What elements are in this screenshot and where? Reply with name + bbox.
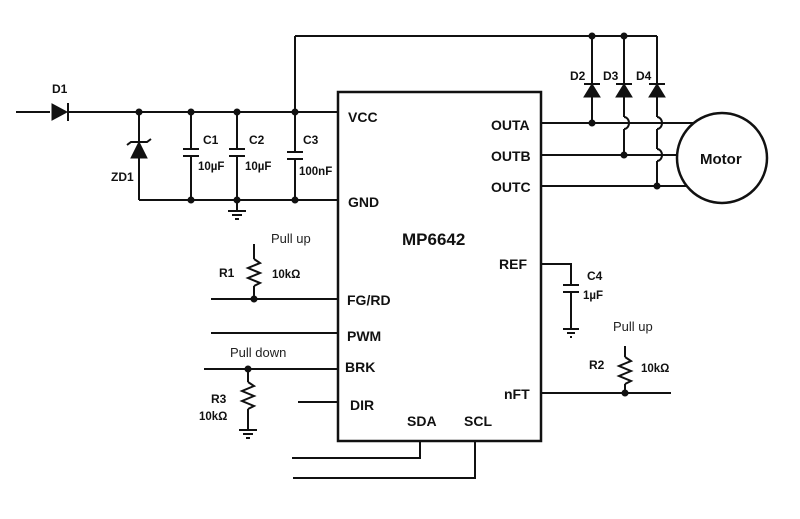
c4-value: 1µF (583, 290, 603, 302)
d4-label: D4 (636, 69, 652, 83)
r3-note: Pull down (230, 345, 286, 360)
resistor-r3: Pull down R3 10kΩ (199, 345, 338, 439)
pin-sda: SDA (407, 413, 437, 429)
diode-d4: D4 (636, 36, 666, 190)
pin-brk: BRK (345, 359, 375, 375)
capacitor-c3: C3 100nF (287, 108, 332, 204)
resistor-r2: Pull up R2 10kΩ (541, 319, 671, 397)
c3-value: 100nF (299, 166, 332, 178)
pin-vcc: VCC (348, 109, 378, 125)
r2-label: R2 (589, 358, 605, 372)
motor-symbol (675, 111, 769, 205)
d1-label: D1 (52, 82, 68, 96)
r3-label: R3 (211, 392, 227, 406)
c2-value: 10µF (245, 161, 271, 173)
c3-label: C3 (303, 133, 319, 147)
r2-note: Pull up (613, 319, 653, 334)
pin-gnd: GND (348, 194, 379, 210)
pin-outb: OUTB (491, 148, 531, 164)
pin-outa: OUTA (491, 117, 530, 133)
c1-label: C1 (203, 133, 219, 147)
zener-zd1: ZD1 (111, 108, 152, 200)
diode-d2: D2 (570, 36, 601, 127)
i2c-wires (292, 441, 476, 479)
ic-mp6642: MP6642 VCC GND FG/RD PWM BRK DIR SDA SCL… (336, 90, 543, 443)
pin-outc: OUTC (491, 179, 531, 195)
diode-d3: D3 (603, 36, 633, 159)
c2-label: C2 (249, 133, 265, 147)
pin-pwm: PWM (347, 328, 381, 344)
pin-fg-rd: FG/RD (347, 292, 391, 308)
diode-d1-symbol (51, 103, 69, 121)
scl-wire (293, 441, 476, 479)
zd1-label: ZD1 (111, 170, 134, 184)
d2-label: D2 (570, 69, 586, 83)
pin-ref: REF (499, 256, 527, 272)
diode-d4-symbol (648, 83, 666, 98)
c4-label: C4 (587, 269, 603, 283)
pin-scl: SCL (464, 413, 492, 429)
capacitor-c1: C1 10µF (183, 108, 224, 204)
r1-note: Pull up (271, 231, 311, 246)
zener-zd1-symbol (130, 140, 148, 159)
d3-label: D3 (603, 69, 619, 83)
r2-value: 10kΩ (641, 363, 669, 375)
pin-nft: nFT (504, 386, 530, 402)
diode-d1: D1 (51, 82, 69, 121)
gnd-rail (139, 199, 338, 220)
resistor-r1: Pull up R1 10kΩ (211, 231, 338, 303)
diode-d2-symbol (583, 83, 601, 98)
diode-d3-symbol (615, 83, 633, 98)
r1-label: R1 (219, 266, 235, 280)
sda-wire (292, 441, 421, 459)
output-wires (541, 122, 694, 187)
capacitor-c2: C2 10µF (229, 108, 271, 204)
motor-label: Motor (700, 151, 742, 168)
c1-value: 10µF (198, 161, 224, 173)
ic-name: MP6642 (402, 230, 465, 249)
capacitor-c4: C4 1µF (541, 263, 603, 338)
motor: Motor (675, 111, 769, 205)
r3-value: 10kΩ (199, 411, 227, 423)
r1-value: 10kΩ (272, 269, 300, 281)
pin-dir: DIR (350, 397, 374, 413)
